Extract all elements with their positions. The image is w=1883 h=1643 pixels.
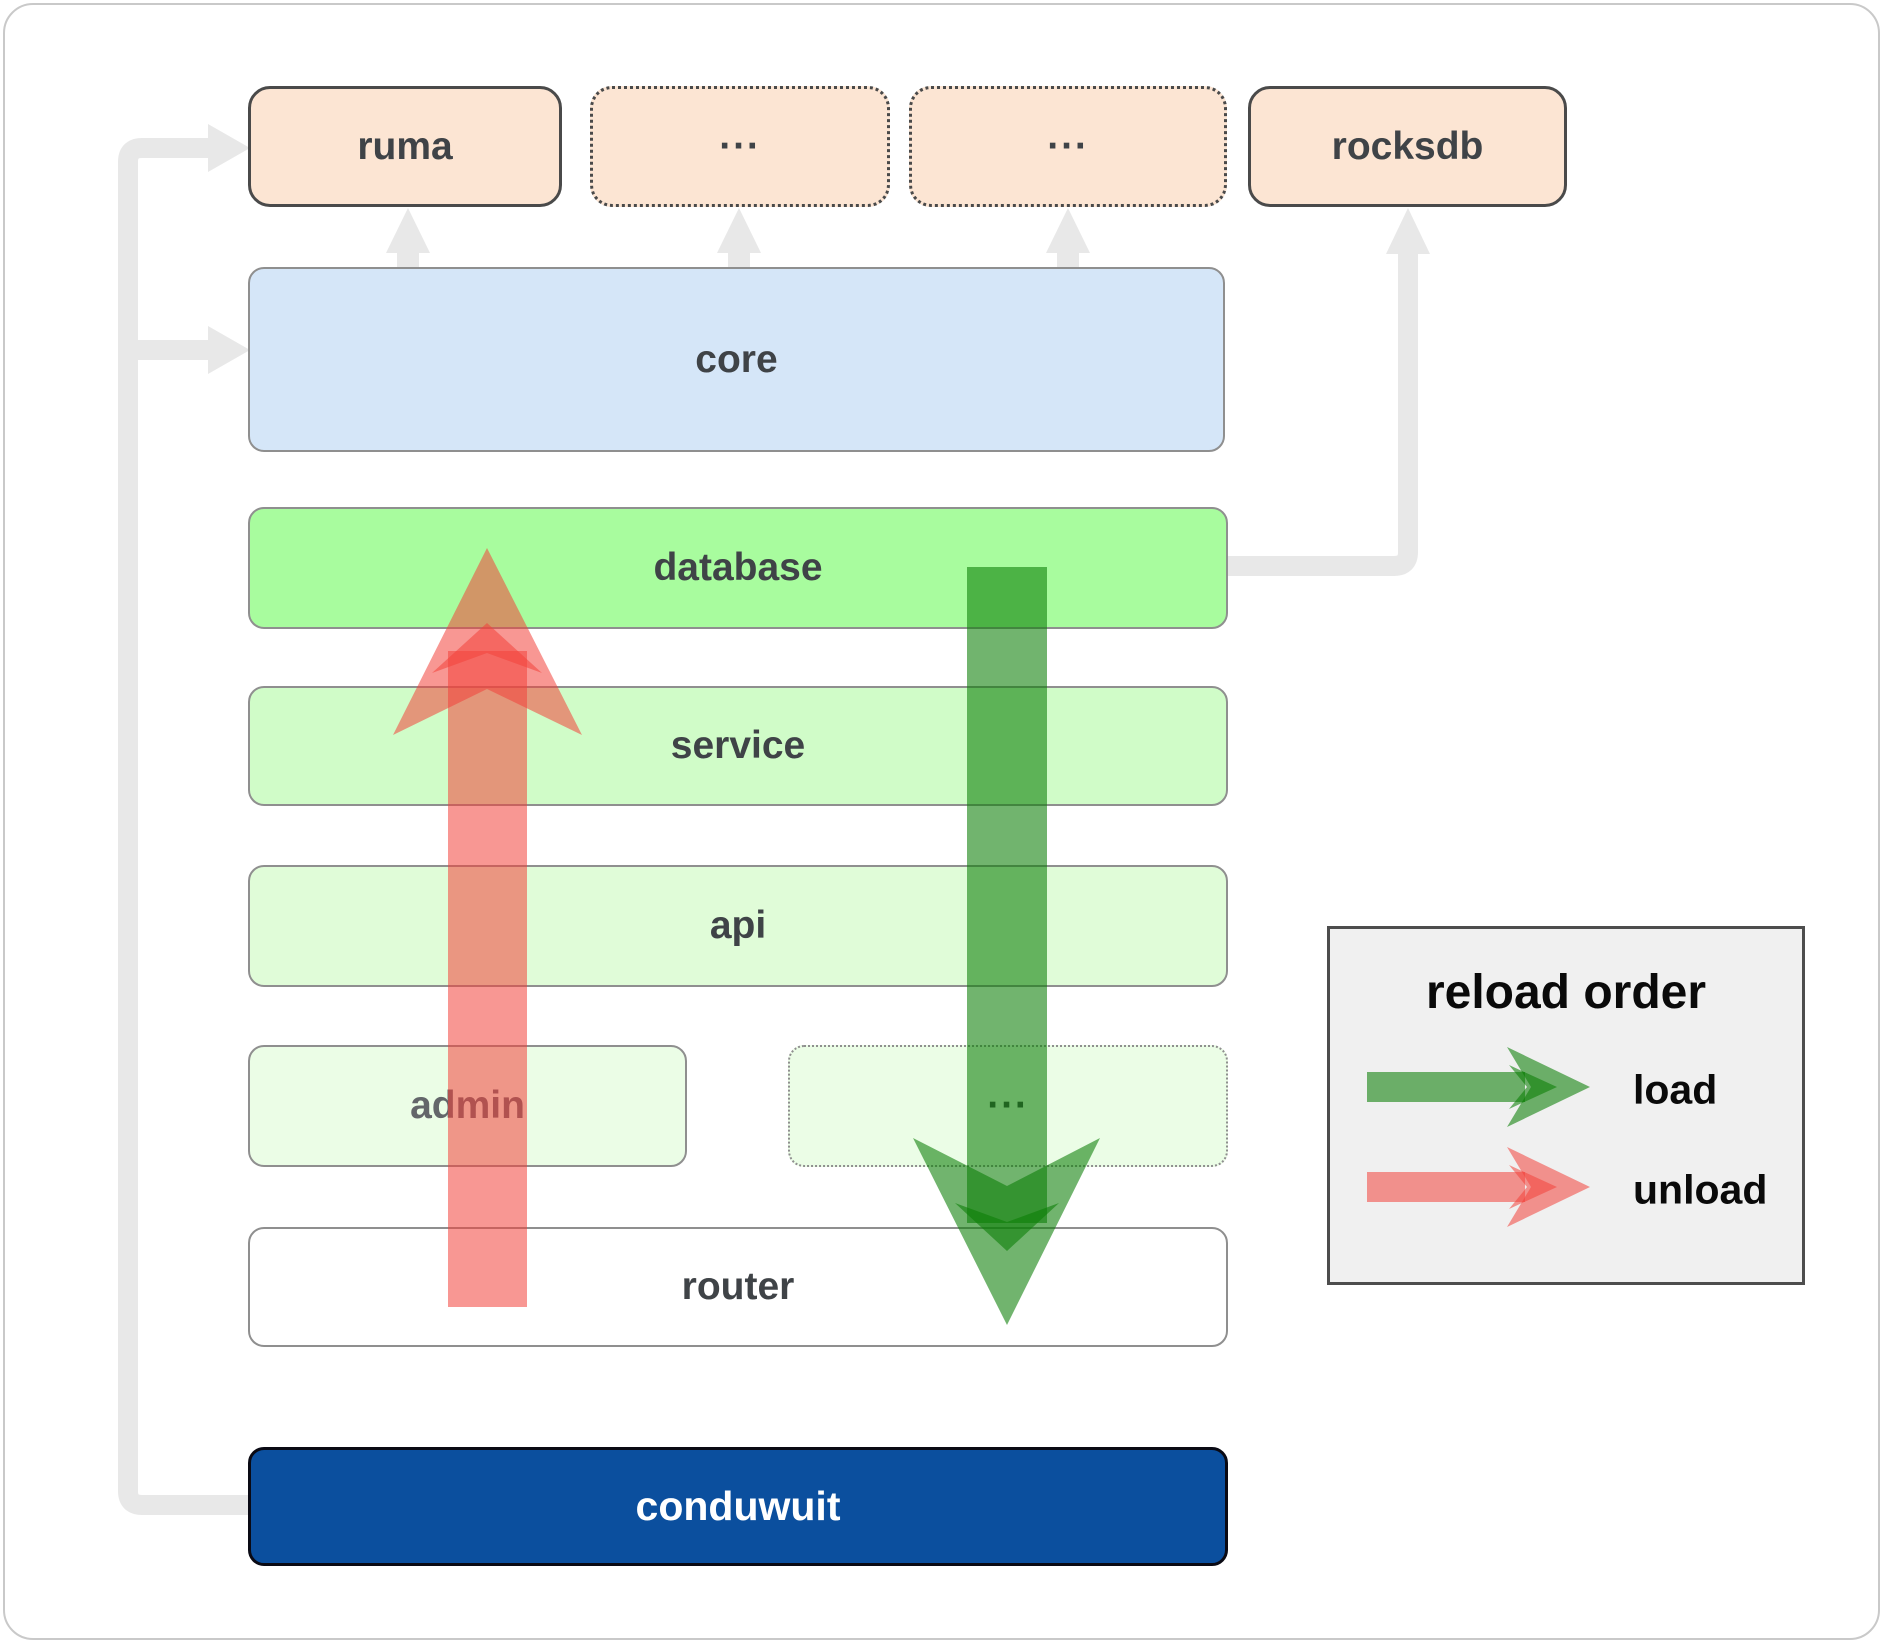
- router-box: router: [248, 1227, 1228, 1347]
- legend-panel: reload order load unload: [1327, 926, 1805, 1285]
- admin-label: admin: [410, 1084, 525, 1127]
- ruma-arrowhead-icon: [208, 124, 250, 172]
- legend-unload-label: unload: [1633, 1166, 1768, 1213]
- diagram-canvas: ruma ... ... rocksdb core database servi…: [3, 3, 1880, 1640]
- ruma-label: ruma: [357, 124, 453, 168]
- gray-connector-layer: [118, 124, 1430, 1515]
- conduwuit-box: conduwuit: [248, 1447, 1228, 1566]
- conduwuit-label: conduwuit: [635, 1483, 841, 1529]
- ellipsis-label: ...: [987, 1073, 1029, 1117]
- core-arrowhead-icon: [208, 326, 250, 374]
- core-to-dots2-arrow: [1046, 208, 1090, 268]
- admin-box: admin: [248, 1045, 687, 1167]
- core-box: core: [248, 267, 1225, 452]
- core-to-dots1-arrow: [717, 208, 761, 268]
- ellipsis-label: ...: [1047, 113, 1089, 157]
- legend-title: reload order: [1425, 966, 1707, 1019]
- ellipsis-box-1: ...: [590, 86, 890, 207]
- ellipsis-box-3: ...: [788, 1045, 1228, 1167]
- core-to-ruma-arrow: [386, 208, 430, 268]
- conduwuit-to-ruma-line: [118, 138, 248, 1515]
- api-box: api: [248, 865, 1228, 987]
- api-label: api: [709, 904, 767, 947]
- reload-arrow-layer: [393, 548, 1590, 1325]
- router-label: router: [681, 1265, 795, 1308]
- database-label: database: [653, 546, 823, 589]
- rocksdb-label: rocksdb: [1331, 124, 1484, 168]
- database-to-rocksdb-line: [1228, 252, 1418, 576]
- ellipsis-box-2: ...: [909, 86, 1227, 207]
- rocksdb-arrowhead-icon: [1386, 208, 1430, 254]
- legend-load-label: load: [1633, 1066, 1718, 1113]
- ellipsis-label: ...: [719, 113, 761, 157]
- rocksdb-box: rocksdb: [1248, 86, 1567, 207]
- service-label: service: [670, 724, 806, 767]
- database-box: database: [248, 507, 1228, 629]
- service-box: service: [248, 686, 1228, 806]
- ruma-box: ruma: [248, 86, 562, 207]
- core-label: core: [695, 337, 778, 381]
